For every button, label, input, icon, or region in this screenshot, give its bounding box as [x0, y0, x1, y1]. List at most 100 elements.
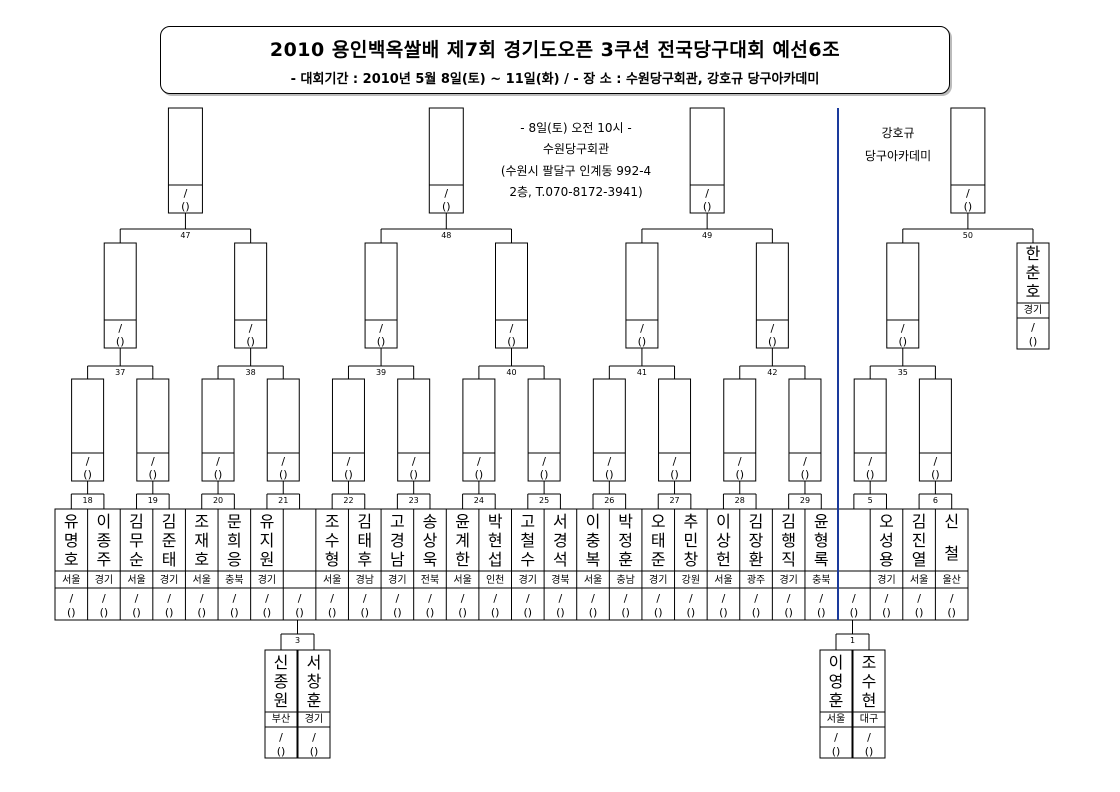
player-name-char: 윤	[814, 512, 829, 531]
score-slash: /	[705, 187, 709, 200]
score-paren: ()	[556, 606, 565, 619]
score-paren: ()	[801, 468, 810, 481]
score-paren: ()	[277, 745, 286, 758]
player-name-char: 이	[586, 512, 601, 531]
player-name-char: 지	[260, 531, 275, 550]
score-slash: /	[493, 592, 497, 605]
player-name-char: 헌	[716, 550, 731, 569]
player-name-char: 조	[325, 512, 340, 531]
score-paren: ()	[882, 606, 891, 619]
player-name-char: 호	[194, 550, 209, 569]
score-paren: ()	[83, 468, 92, 481]
player-name-char: 유	[260, 512, 275, 531]
score-paren: ()	[784, 606, 793, 619]
score-slash: /	[722, 592, 726, 605]
score-paren: ()	[165, 606, 174, 619]
prelim-player-region: 서울	[827, 713, 845, 725]
prelim-player-name-char: 영	[829, 672, 844, 691]
prelim-player-name-char: 종	[274, 672, 289, 691]
player-name-char: 행	[781, 531, 796, 550]
score-slash: /	[934, 455, 938, 468]
score-slash: /	[803, 455, 807, 468]
player-name-char: 계	[455, 531, 470, 550]
match-number: 38	[246, 368, 256, 377]
score-paren: ()	[458, 606, 467, 619]
score-paren: ()	[360, 606, 369, 619]
score-slash: /	[151, 455, 155, 468]
match-number: 21	[278, 496, 288, 505]
player-name-char: 형	[325, 550, 340, 569]
match-number: 5	[868, 496, 873, 505]
player-name-char: 충	[586, 531, 601, 550]
match-number: 19	[148, 496, 158, 505]
score-paren: ()	[295, 606, 304, 619]
score-slash: /	[312, 731, 316, 744]
player-name-char: 호	[64, 550, 79, 569]
player-region: 서울	[62, 574, 80, 586]
player-name-char: 형	[814, 531, 829, 550]
score-slash: /	[412, 455, 416, 468]
score-paren: ()	[132, 606, 141, 619]
player-name-char: 경	[553, 531, 568, 550]
player-name-char: 열	[912, 550, 927, 569]
score-slash: /	[216, 455, 220, 468]
match-number: 18	[83, 496, 93, 505]
score-slash: /	[69, 592, 73, 605]
score-slash: /	[656, 592, 660, 605]
player-region: 서울	[910, 574, 928, 586]
player-name-char: 정	[618, 531, 633, 550]
score-paren: ()	[817, 606, 826, 619]
player-region: 울산	[942, 574, 960, 586]
score-slash: /	[330, 592, 334, 605]
player-name-char: 수	[325, 531, 340, 550]
player-name-char: 록	[814, 550, 829, 569]
title-box: 2010 용인백옥쌀배 제7회 경기도오픈 3쿠션 전국당구대회 예선6조 - …	[160, 26, 950, 94]
score-slash: /	[396, 592, 400, 605]
match-number: 49	[702, 231, 712, 240]
bye-player-name-char: 호	[1026, 282, 1041, 301]
score-slash: /	[232, 592, 236, 605]
player-name-char: 상	[423, 531, 438, 550]
score-paren: ()	[866, 468, 875, 481]
match-number: 42	[767, 368, 777, 377]
score-slash: /	[281, 455, 285, 468]
prelim-player-name-char: 훈	[307, 691, 322, 710]
player-name-char: 창	[683, 550, 698, 569]
player-name-char: 성	[879, 531, 894, 550]
venue-note-line: (수원시 팔달구 인계동 992-4	[501, 164, 651, 178]
bye-player-region: 경기	[1024, 303, 1042, 316]
score-slash: /	[102, 592, 106, 605]
player-region: 경기	[519, 573, 537, 586]
venue-note-line: 수원당구회관	[543, 142, 609, 156]
player-name-char: 욱	[423, 550, 438, 569]
player-name-char: 박	[618, 512, 633, 531]
prelim-player-box	[852, 649, 886, 759]
player-name-char: 장	[749, 531, 764, 550]
match-number: 47	[180, 231, 190, 240]
player-name-char: 조	[194, 512, 209, 531]
player-region: 충북	[812, 574, 830, 586]
player-region: 서울	[323, 574, 341, 586]
score-paren: ()	[246, 335, 255, 348]
player-name-char: 민	[683, 531, 698, 550]
score-paren: ()	[426, 606, 435, 619]
score-slash: /	[200, 592, 204, 605]
player-name-char: 오	[879, 512, 894, 531]
score-paren: ()	[344, 468, 353, 481]
player-name-char: 섭	[488, 550, 503, 569]
player-name-char: 현	[488, 531, 503, 550]
score-paren: ()	[865, 745, 874, 758]
player-name-char: 한	[455, 550, 470, 569]
player-region: 충북	[225, 574, 243, 586]
player-name-char: 철	[520, 531, 535, 550]
score-slash: /	[118, 322, 122, 335]
score-slash: /	[298, 592, 302, 605]
score-slash: /	[249, 322, 253, 335]
player-region: 경기	[779, 573, 797, 586]
prelim-player-region: 경기	[305, 712, 323, 725]
match-number: 35	[898, 368, 908, 377]
player-name-char: 김	[912, 512, 927, 531]
player-region: 경기	[258, 573, 276, 586]
player-name-char: 종	[97, 531, 112, 550]
